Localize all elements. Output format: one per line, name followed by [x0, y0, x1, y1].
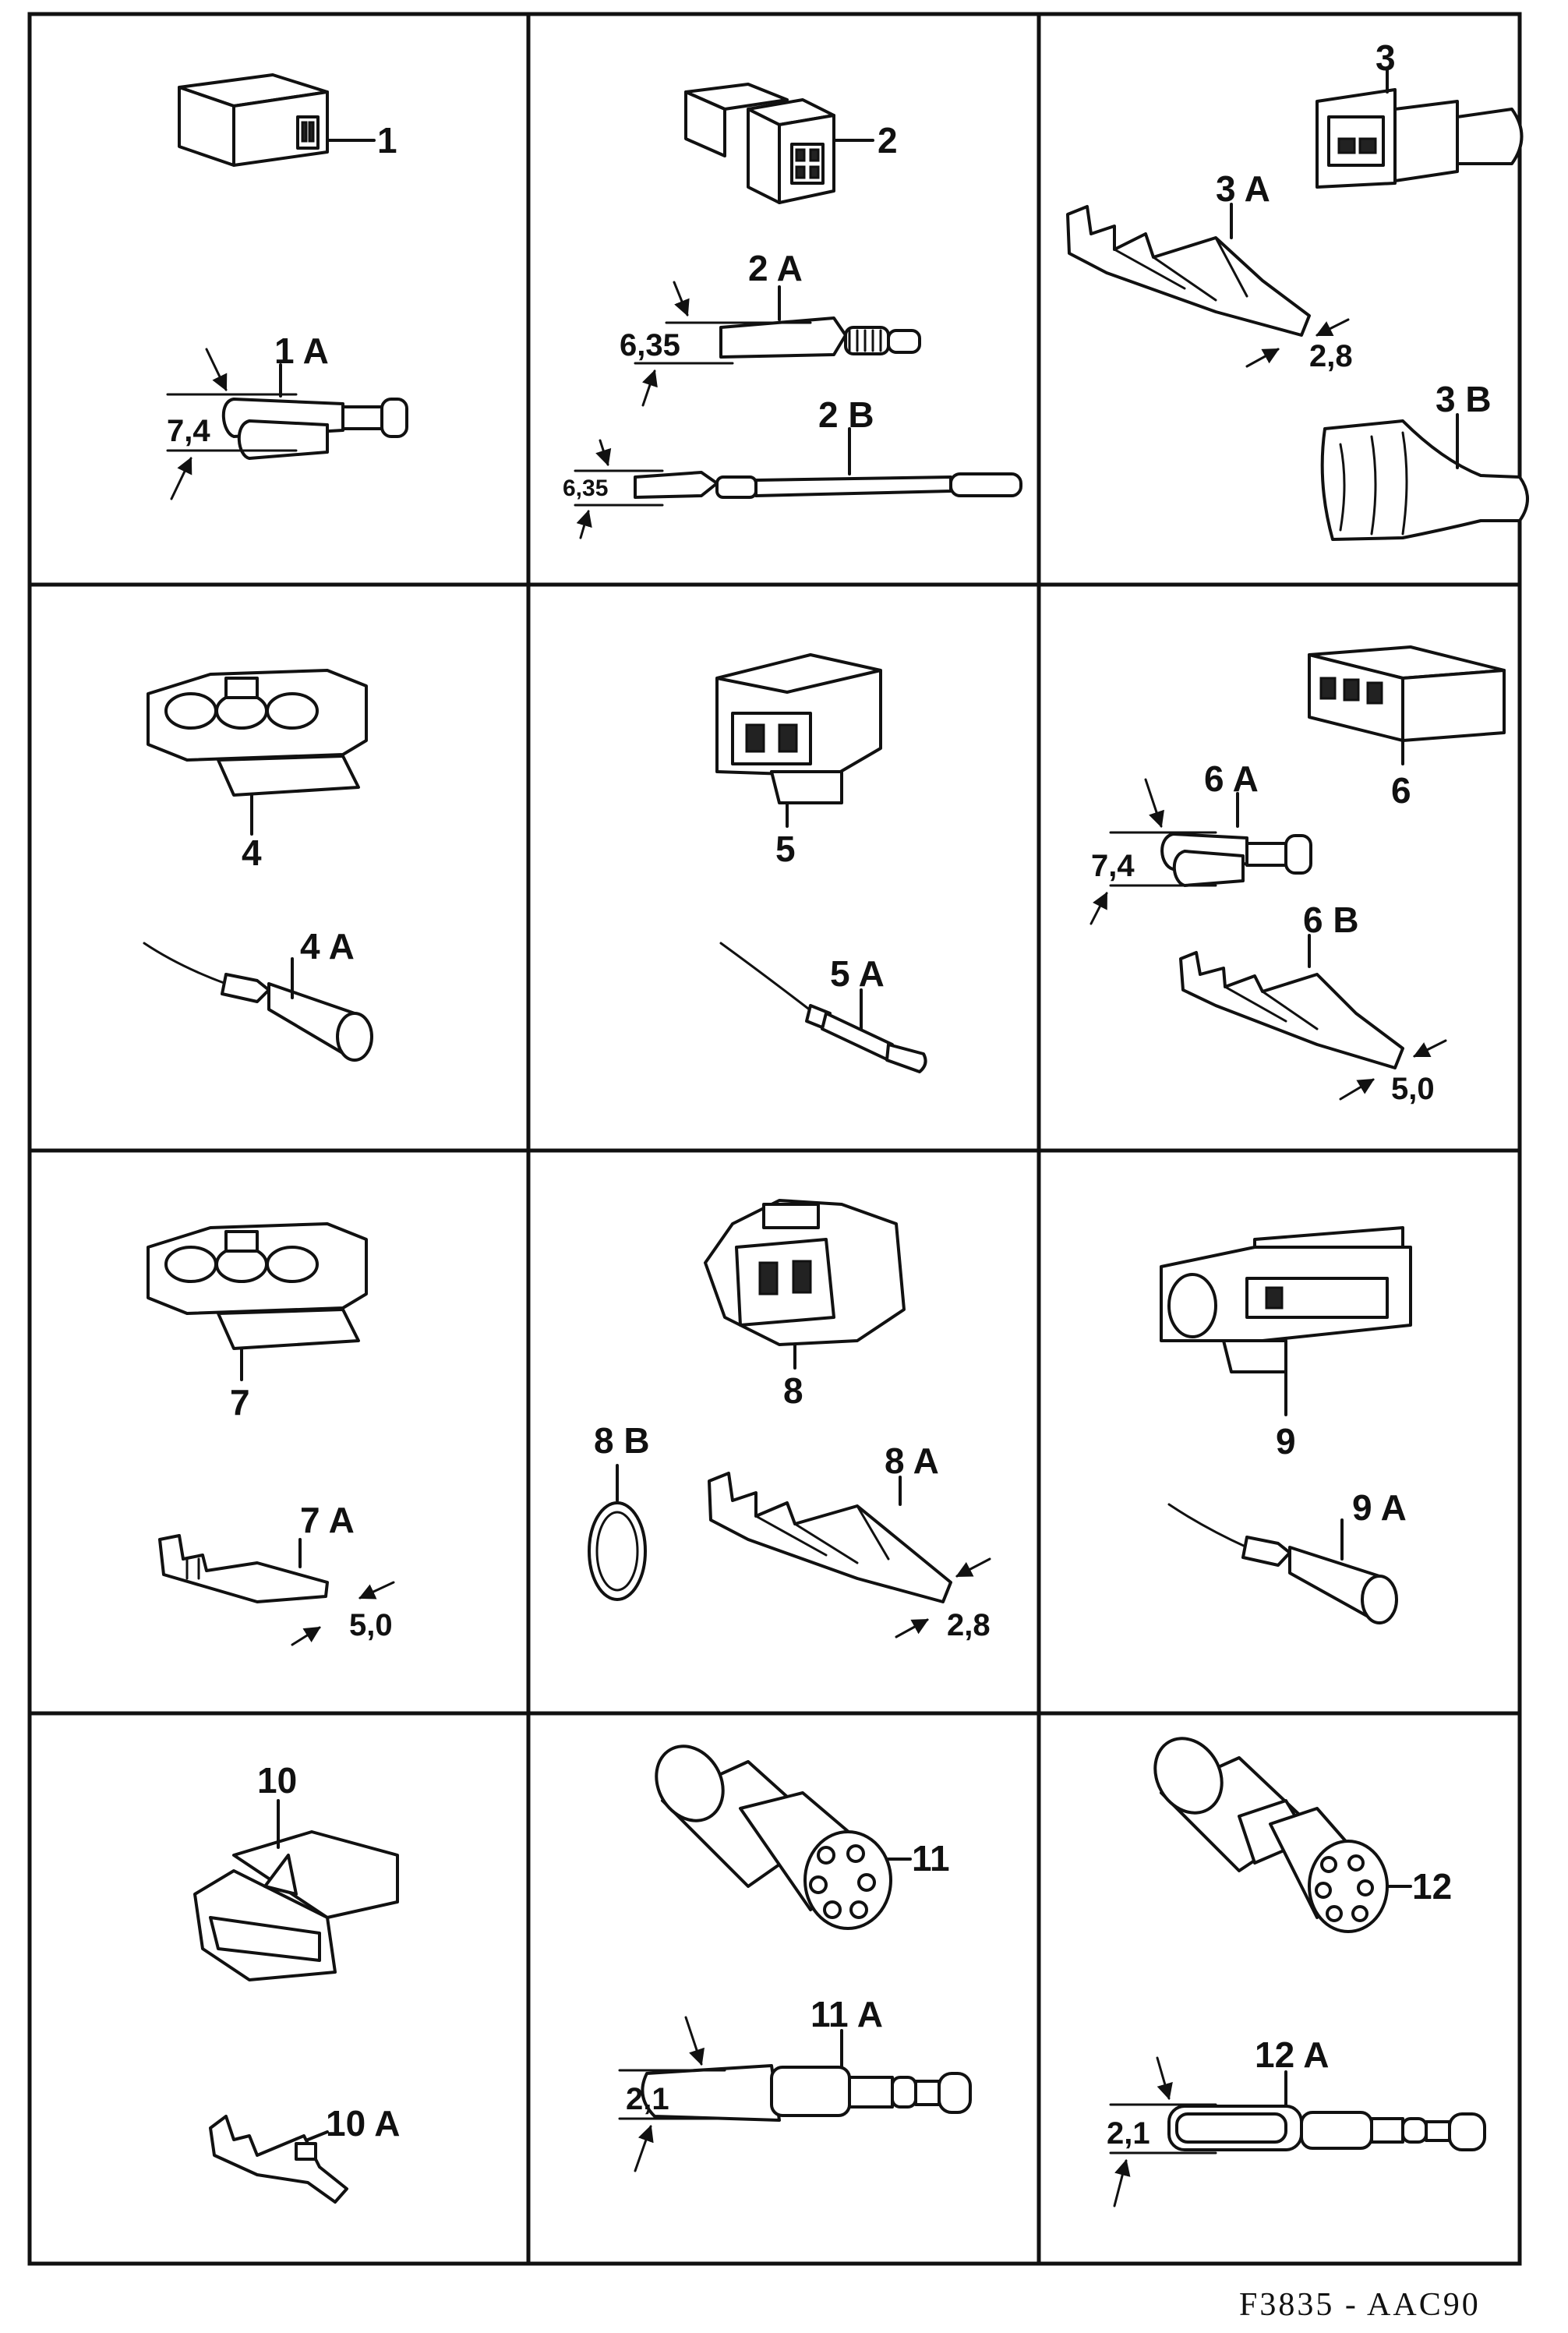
callout-8b: 8 B: [594, 1420, 650, 1461]
callout-1a: 1 A: [274, 331, 329, 371]
connector-5-drawing: [715, 653, 882, 828]
connector-2-drawing: [684, 83, 874, 204]
terminal-2b-drawing: [574, 427, 1022, 539]
connector-11-drawing: [655, 1744, 912, 1930]
panel-2: 2 2 A 6,35 2 B 6,35: [563, 83, 1022, 539]
panel-11: 11 11 A 2,1: [618, 1744, 972, 2172]
connector-8-drawing: [704, 1199, 906, 1370]
callout-4a: 4 A: [300, 926, 355, 967]
callout-9: 9: [1276, 1421, 1296, 1462]
connector-12-drawing: [1153, 1737, 1412, 1933]
terminal-10a-drawing: [209, 2115, 348, 2204]
callout-7a: 7 A: [300, 1500, 355, 1540]
callout-3: 3: [1376, 37, 1396, 78]
terminal-2a-drawing: [634, 281, 921, 407]
callout-6b: 6 B: [1303, 900, 1359, 940]
connector-9-drawing: [1160, 1226, 1412, 1416]
dimension-6b: 5,0: [1391, 1072, 1435, 1106]
panel-1: 1 1 A 7,4: [166, 73, 408, 500]
panel-8: 8 8 B 8 A 2,8: [588, 1199, 991, 1642]
boot-3b-drawing: [1320, 413, 1529, 541]
dimension-8a: 2,8: [947, 1608, 991, 1642]
callout-4: 4: [242, 832, 262, 873]
panel-10: 10 10 A: [193, 1760, 400, 2204]
callout-11: 11: [912, 1838, 950, 1879]
callout-9a: 9 A: [1352, 1487, 1407, 1528]
panel-7: 7 7 A 5,0: [147, 1222, 395, 1646]
callout-8a: 8 A: [885, 1440, 939, 1481]
callout-5: 5: [775, 829, 796, 869]
terminal-12a-drawing: [1109, 2056, 1486, 2208]
terminal-11a-drawing: [618, 2016, 972, 2172]
dimension-7a: 5,0: [349, 1608, 393, 1642]
panel-5: 5 5 A: [715, 653, 927, 1073]
callout-2a: 2 A: [748, 248, 803, 288]
callout-8: 8: [783, 1370, 803, 1411]
terminal-6a-drawing: [1089, 778, 1312, 925]
callout-11a: 11 A: [810, 1994, 883, 2034]
panel-4: 4 4 A: [143, 669, 373, 1062]
dimension-1a: 7,4: [167, 414, 210, 448]
panel-12: 12 12 A 2,1: [1107, 1737, 1486, 2208]
callout-2b: 2 B: [818, 394, 874, 435]
terminal-5a-drawing: [719, 942, 927, 1073]
connector-7-drawing: [147, 1222, 368, 1381]
callout-6a: 6 A: [1204, 758, 1259, 799]
connector-4-drawing: [147, 669, 368, 836]
connector-6-drawing: [1308, 645, 1506, 765]
callout-2: 2: [878, 120, 898, 161]
callout-1: 1: [377, 120, 397, 161]
terminal-7a-drawing: [158, 1534, 395, 1646]
terminal-6b-drawing: [1179, 934, 1447, 1101]
panel-3: 3 3 A 2,8 3 B: [1066, 37, 1529, 541]
dimension-6a: 7,4: [1091, 849, 1135, 883]
terminal-4a-drawing: [143, 942, 373, 1062]
terminal-8a-drawing: [708, 1472, 991, 1638]
callout-12a: 12 A: [1255, 2034, 1329, 2075]
dimension-2a: 6,35: [620, 328, 680, 362]
panel-grid: [27, 12, 1522, 2266]
callout-10a: 10 A: [326, 2103, 400, 2144]
terminal-9a-drawing: [1167, 1503, 1398, 1624]
callout-5a: 5 A: [830, 953, 885, 994]
callout-7: 7: [230, 1382, 250, 1423]
terminal-3a-drawing: [1066, 203, 1350, 368]
callout-3b: 3 B: [1436, 379, 1492, 419]
callout-6: 6: [1391, 770, 1411, 811]
panel-6: 6 6 A 7,4 6 B 5,0: [1089, 645, 1506, 1106]
callout-10: 10: [257, 1760, 297, 1801]
figure-code: F3835 - AAC90: [1239, 2287, 1481, 2323]
callout-12: 12: [1412, 1866, 1452, 1907]
o-ring-8b-drawing: [588, 1464, 647, 1601]
connector-10-drawing: [193, 1799, 399, 1981]
connector-1-drawing: [178, 73, 376, 167]
dimension-2b: 6,35: [563, 475, 608, 501]
dimension-11a: 2,1: [626, 2082, 669, 2116]
terminal-1a-drawing: [166, 348, 408, 500]
dimension-3a: 2,8: [1309, 339, 1353, 373]
panel-9: 9 9 A: [1160, 1226, 1412, 1624]
dimension-12a: 2,1: [1107, 2116, 1150, 2151]
connector-3-drawing: [1315, 69, 1524, 189]
callout-3a: 3 A: [1216, 168, 1270, 209]
